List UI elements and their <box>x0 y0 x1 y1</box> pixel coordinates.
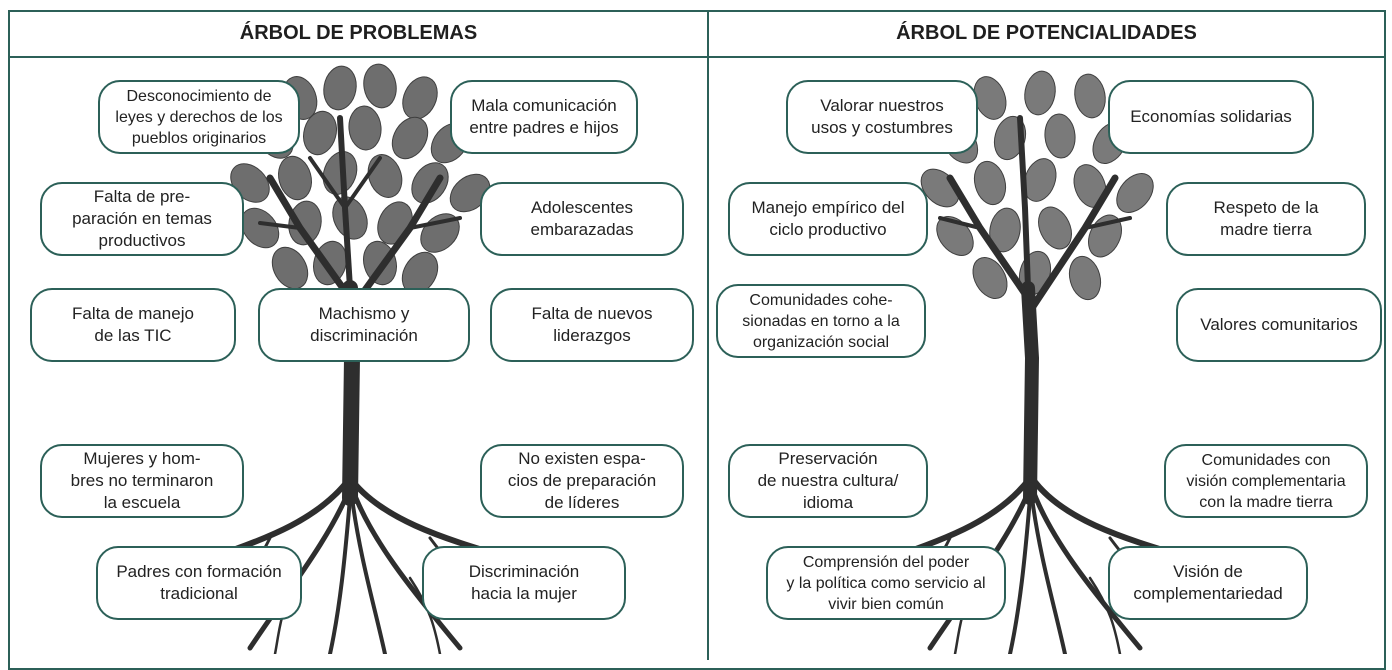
potential-box-customs: Valorar nuestros usos y costumbres <box>786 80 978 154</box>
problem-box-leader-spaces: No existen espa- cios de preparación de … <box>480 444 684 518</box>
potential-box-culture-language: Preservación de nuestra cultura/ idioma <box>728 444 928 518</box>
problem-box-productive-training: Falta de pre- paración en temas producti… <box>40 182 244 256</box>
potential-box-solidarity-economies: Economías solidarias <box>1108 80 1314 154</box>
problem-box-communication: Mala comunicación entre padres e hijos <box>450 80 638 154</box>
potential-box-community-values: Valores comunitarios <box>1176 288 1382 362</box>
potential-box-complementarity: Visión de complementariedad <box>1108 546 1308 620</box>
header-divider <box>8 56 1386 58</box>
panel-divider <box>707 10 709 660</box>
problem-box-laws-rights: Desconocimiento de leyes y derechos de l… <box>98 80 300 154</box>
potential-box-complementary-vision: Comunidades con visión complementaria co… <box>1164 444 1368 518</box>
problem-box-ict: Falta de manejo de las TIC <box>30 288 236 362</box>
problem-box-leadership: Falta de nuevos liderazgos <box>490 288 694 362</box>
potentials-tree-title: ÁRBOL DE POTENCIALIDADES <box>896 22 1197 44</box>
problem-box-women-discrimination: Discriminación hacia la mujer <box>422 546 626 620</box>
problem-box-school: Mujeres y hom- bres no terminaron la esc… <box>40 444 244 518</box>
problem-box-machismo: Machismo y discriminación <box>258 288 470 362</box>
potential-box-power-politics: Comprensión del poder y la política como… <box>766 546 1006 620</box>
potential-box-mother-earth-respect: Respeto de la madre tierra <box>1166 182 1366 256</box>
problems-tree-title: ÁRBOL DE PROBLEMAS <box>239 22 478 44</box>
potential-box-empirical-management: Manejo empírico del ciclo productivo <box>728 182 928 256</box>
problem-box-traditional-parents: Padres con formación tradicional <box>96 546 302 620</box>
problem-box-teen-pregnancy: Adolescentes embarazadas <box>480 182 684 256</box>
potential-box-cohesive-communities: Comunidades cohe- sionadas en torno a la… <box>716 284 926 358</box>
